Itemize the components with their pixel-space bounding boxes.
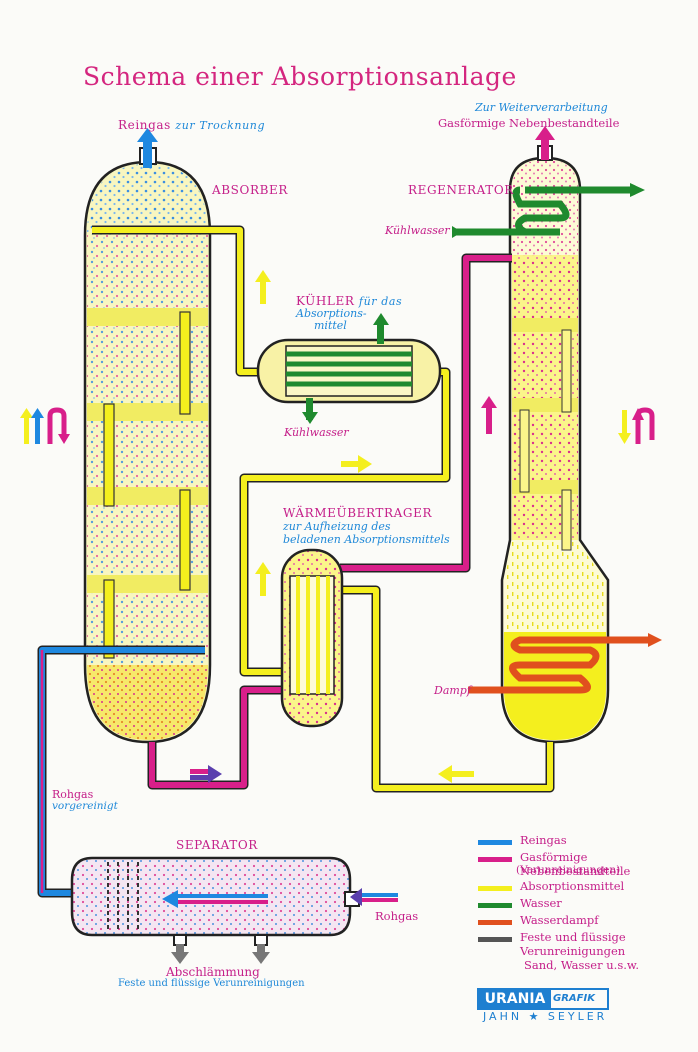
cooler-exchanger <box>256 313 442 424</box>
label-absorber: ABSORBER <box>212 183 288 197</box>
reingas-outlet-arrow <box>137 128 158 168</box>
legend-item-wasserdampf: Wasserdampf <box>520 913 599 927</box>
legend-swatch-reingas <box>478 840 512 845</box>
label-feste-fluessige: Feste und flüssige Verunreinigungen <box>118 978 305 989</box>
label-zur-weiterverarbeitung: Zur Weiterverarbeitung <box>475 101 608 114</box>
regenerator-cooling-coil <box>452 183 645 238</box>
label-rohgas-in: Rohgas <box>375 909 419 923</box>
legend-item-reingas: Reingas <box>520 833 567 847</box>
legend-swatch-gasfoermige <box>478 857 512 862</box>
label-regenerator: REGENERATOR <box>408 183 514 197</box>
label-separator: SEPARATOR <box>176 838 258 852</box>
label-kuehler: KÜHLER für das <box>296 294 403 308</box>
urania-logo: URANIA GRAFIK <box>477 988 609 1010</box>
label-absorptions: Absorptions- <box>296 307 367 320</box>
flow-arrows <box>190 270 497 783</box>
label-kuehlwasser-regenerator: Kühlwasser <box>385 224 450 237</box>
legend-item-feste-sub: Verunreinigungen <box>520 944 626 958</box>
absorber-direction-symbol <box>20 407 70 444</box>
label-abschlaemmung: Abschlämmung <box>166 965 260 979</box>
steam-heating-coil <box>468 633 662 694</box>
legend-swatch-feste <box>478 937 512 942</box>
label-rohgas-side: Rohgas <box>52 788 94 801</box>
label-kuehlwasser-kuehler: Kühlwasser <box>284 426 349 439</box>
publisher-credit: JAHN ★ SEYLER <box>483 1010 608 1023</box>
label-beladenen: beladenen Absorptionsmittels <box>283 533 450 546</box>
legend-item-wasser: Wasser <box>520 896 562 910</box>
label-zur-aufheizung: zur Aufheizung des <box>283 520 391 533</box>
legend-item-feste: Feste und flüssige <box>520 930 626 944</box>
sludge-outlet-arrows <box>171 944 270 964</box>
legend-item-gasfoermige-sub: (Verunreinigungen) <box>516 864 621 876</box>
label-waermeuebertrager: WÄRMEÜBERTRAGER <box>283 506 433 520</box>
label-gasfoermige-top: Gasförmige Nebenbestandteile <box>438 116 620 130</box>
diagram-title: Schema einer Absorptionsanlage <box>83 62 517 91</box>
separator-vessel <box>70 856 360 946</box>
legend-swatch-absorptionsmittel <box>478 886 512 891</box>
legend-swatch-wasserdampf <box>478 920 512 925</box>
label-vorgereinigt: vorgereinigt <box>52 800 118 812</box>
rohgas-inlet-arrow <box>350 888 398 906</box>
legend-swatch-wasser <box>478 903 512 908</box>
legend-item-gasfoermige: Gasförmige Nebenbestandteile <box>520 850 631 878</box>
heat-exchanger <box>280 548 344 728</box>
label-reingas: Reingas zur Trocknung <box>118 118 266 132</box>
label-dampf: Dampf <box>434 684 471 697</box>
legend-item-absorptionsmittel: Absorptionsmittel <box>520 879 625 893</box>
label-mittel: mittel <box>314 319 347 332</box>
logo-brand: URANIA <box>479 990 551 1008</box>
absorbent-pipes <box>37 225 555 898</box>
legend-item-feste-sub2: Sand, Wasser u.s.w. <box>524 958 640 972</box>
logo-sub: GRAFIK <box>553 993 595 1004</box>
regenerator-direction-symbol <box>618 407 655 444</box>
gas-byproduct-outlet-arrow <box>535 126 555 160</box>
